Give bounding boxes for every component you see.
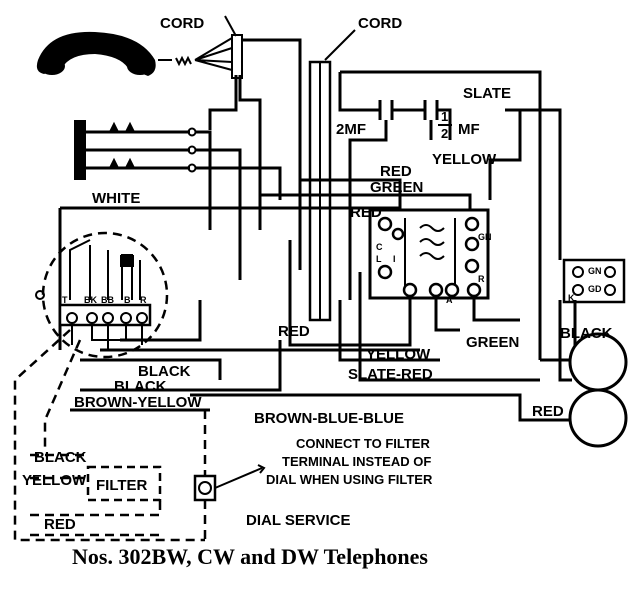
label-filter-red: RED xyxy=(44,516,76,533)
label-cap-2mf: 2MF xyxy=(336,121,366,138)
label-yellow-top: YELLOW xyxy=(432,151,497,168)
induction-coil: C L I GN R A xyxy=(368,208,492,305)
ringer-terminal-gn: GN xyxy=(588,266,602,276)
note-line-1: CONNECT TO FILTER xyxy=(296,436,430,451)
label-slate-top: SLATE xyxy=(463,85,511,102)
left-cord xyxy=(194,15,302,230)
terminal-a: A xyxy=(446,295,453,305)
label-filter-yellow: YELLOW xyxy=(22,472,87,489)
dial-terminal-bb: BB xyxy=(101,295,114,305)
label-brown-blue-blue: BROWN-BLUE-BLUE xyxy=(254,410,404,427)
dial: T BK BB B R xyxy=(35,231,169,359)
label-green-top: GREEN xyxy=(370,179,423,196)
label-slate-red: SLATE-RED xyxy=(348,366,433,383)
filter-assembly xyxy=(13,329,266,542)
dial-terminal-bk: BK xyxy=(84,295,97,305)
label-cap-half-mf: MF xyxy=(458,121,480,138)
label-cap-half-den: 2 xyxy=(441,126,448,141)
terminal-gn: GN xyxy=(478,232,492,242)
capacitors xyxy=(338,70,542,360)
label-red-mid: RED xyxy=(278,323,310,340)
label-green-mid: GREEN xyxy=(466,334,519,351)
switchhook-contacts xyxy=(74,120,282,280)
terminal-i: I xyxy=(393,254,396,264)
mid-wire-runs xyxy=(70,240,540,412)
handset-icon xyxy=(36,31,192,76)
top-wire-runs xyxy=(58,178,472,350)
dial-terminal-r: R xyxy=(140,295,147,305)
dial-terminal-b: B xyxy=(124,295,131,305)
ringer: GN GD K xyxy=(190,108,628,448)
label-brown-yellow: BROWN-YELLOW xyxy=(74,394,202,411)
label-yellow-mid: YELLOW xyxy=(366,346,431,363)
label-red-top: RED xyxy=(380,163,412,180)
terminal-l: L xyxy=(376,254,382,264)
terminal-r-coil: R xyxy=(478,274,485,284)
label-white: WHITE xyxy=(92,190,140,207)
label-cord-right: CORD xyxy=(358,15,402,32)
label-red-coil: RED xyxy=(350,204,382,221)
label-black-right: BLACK xyxy=(560,325,613,342)
terminal-c: C xyxy=(376,242,383,252)
label-filter: FILTER xyxy=(96,477,148,494)
ringer-terminal-k: K xyxy=(568,293,575,303)
figure-caption: Nos. 302BW, CW and DW Telephones xyxy=(72,544,428,569)
label-cap-half-num: 1 xyxy=(441,109,448,124)
label-dial-service: DIAL SERVICE xyxy=(246,512,350,529)
label-cord-left: CORD xyxy=(160,15,204,32)
right-cord xyxy=(308,29,356,322)
note-line-3: DIAL WHEN USING FILTER xyxy=(266,472,433,487)
label-red-bell: RED xyxy=(532,403,564,420)
label-filter-black: BLACK xyxy=(34,449,87,466)
ringer-terminal-gd: GD xyxy=(588,284,602,294)
label-black-2: BLACK xyxy=(114,378,167,395)
note-line-2: TERMINAL INSTEAD OF xyxy=(282,454,431,469)
dial-terminal-t: T xyxy=(62,295,68,305)
label-black-1: BLACK xyxy=(138,363,191,380)
